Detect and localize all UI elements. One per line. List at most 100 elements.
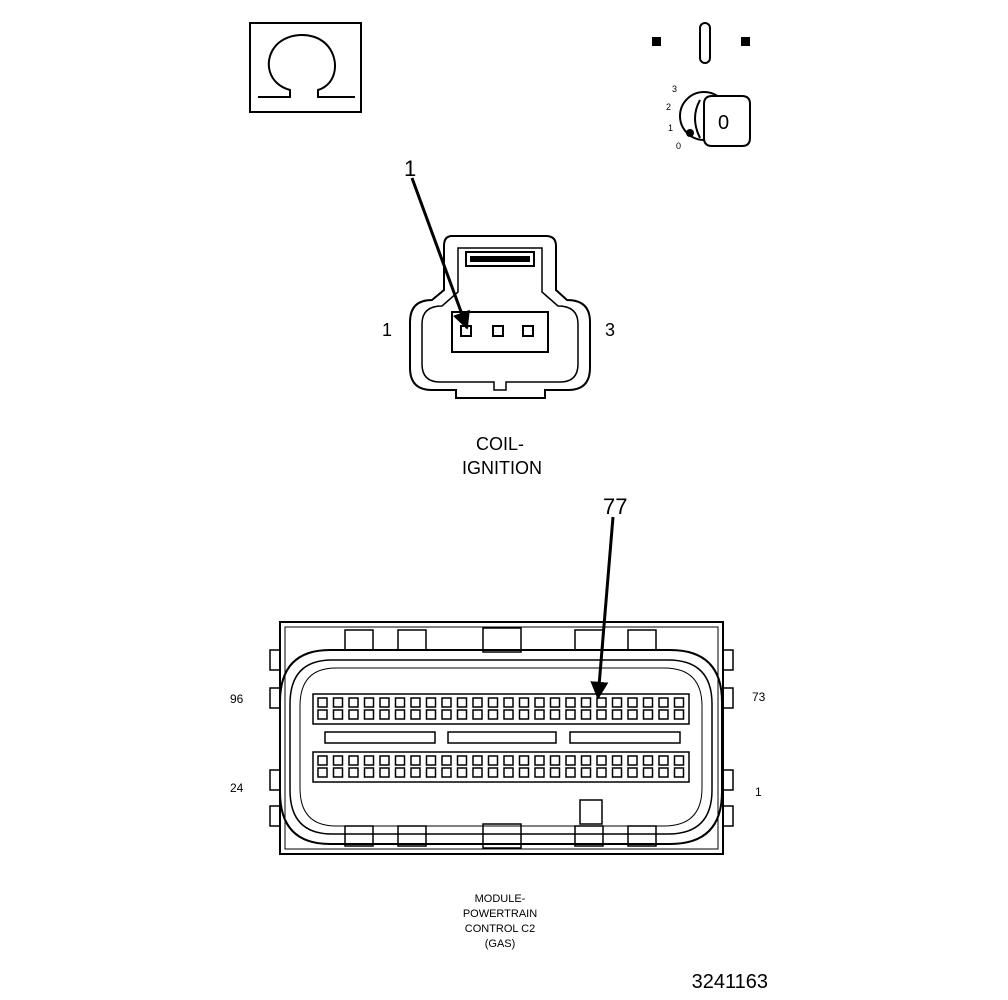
pcm-pin-cavity (658, 697, 669, 708)
pcm-pin-cavity (348, 709, 359, 720)
pcm-pin-array (317, 697, 685, 778)
coil-caption-line-1: COIL- (476, 434, 524, 454)
pcm-pin-cavity (642, 767, 654, 778)
pcm-pin-cavity (487, 709, 499, 720)
pcm-pin-cavity (642, 709, 654, 720)
pcm-pin-cavity (441, 767, 452, 778)
pcm-pin-cavity (441, 755, 452, 766)
ignition-switch-icon: 3 2 1 0 0 (652, 22, 751, 151)
pcm-pin-cavity (627, 709, 638, 720)
pcm-pin-cavity (348, 697, 359, 708)
pcm-pin-cavity (410, 697, 421, 708)
pcm-pin-cavity (394, 755, 406, 766)
coil-pin-3 (522, 325, 534, 337)
pcm-pin-cavity (425, 755, 437, 766)
pcm-pin-cavity (425, 709, 437, 720)
pcm-pin-cavity (534, 767, 545, 778)
pcm-pin-cavity (611, 709, 623, 720)
figure-number: 3241163 (692, 971, 768, 993)
pcm-pin-cavity (534, 697, 545, 708)
pcm-pin-cavity (379, 697, 390, 708)
pcm-pin-cavity (379, 755, 390, 766)
pcm-pin-cavity (317, 767, 328, 778)
pcm-pin-cavity (363, 767, 375, 778)
pcm-pin-cavity (596, 755, 607, 766)
pcm-caption-line-4: (GAS) (485, 938, 516, 950)
pcm-pin-cavity (394, 709, 406, 720)
pcm-pin-cavity (317, 755, 328, 766)
pcm-pin-cavity (456, 697, 468, 708)
pcm-pin-cavity (332, 755, 344, 766)
pcm-pin-cavity (503, 697, 514, 708)
pcm-pin-cavity (441, 697, 452, 708)
pcm-pin-cavity (518, 697, 530, 708)
pcm-pin-cavity (425, 697, 437, 708)
pcm-pin-cavity (394, 767, 406, 778)
pcm-pin-cavity (394, 697, 406, 708)
pcm-pin-cavity (658, 755, 669, 766)
pcm-pin-cavity (673, 755, 685, 766)
pcm-pin-cavity (596, 709, 607, 720)
pcm-pin-cavity (379, 709, 390, 720)
pcm-bottom-left-pin-label: 24 (230, 781, 244, 795)
pcm-pin-cavity (425, 767, 437, 778)
pcm-pin-cavity (472, 755, 483, 766)
pcm-pin-cavity (642, 697, 654, 708)
pcm-pin-cavity (363, 755, 375, 766)
pcm-pin-cavity (456, 755, 468, 766)
pcm-pin-cavity (348, 767, 359, 778)
pcm-pin-cavity (549, 709, 561, 720)
pcm-pin-cavity (580, 755, 592, 766)
pcm-pin-cavity (456, 709, 468, 720)
pcm-caption-line-2: POWERTRAIN (463, 908, 537, 920)
switch-position-2: 2 (666, 102, 671, 112)
pcm-pin-cavity (549, 767, 561, 778)
coil-right-pin-label: 3 (605, 320, 615, 340)
pcm-caption-line-1: MODULE- (475, 893, 526, 905)
pcm-pin-cavity (611, 697, 623, 708)
pcm-pin-cavity (611, 767, 623, 778)
pcm-pin-cavity (565, 709, 576, 720)
pcm-pin-cavity (472, 697, 483, 708)
pcm-pin-cavity (332, 709, 344, 720)
coil-caption-line-2: IGNITION (462, 458, 542, 478)
pcm-pin-cavity (658, 767, 669, 778)
coil-callout-arrow (410, 177, 470, 330)
pcm-pin-cavity (627, 755, 638, 766)
pcm-pin-cavity (534, 755, 545, 766)
switch-position-1: 1 (668, 123, 673, 133)
pcm-pin-cavity (317, 697, 328, 708)
ohm-meter-icon (249, 22, 362, 113)
pcm-top-left-pin-label: 96 (230, 692, 244, 706)
pcm-pin-cavity (503, 755, 514, 766)
pcm-pin-cavity (549, 755, 561, 766)
pcm-pin-cavity (565, 697, 576, 708)
pcm-bottom-right-pin-label: 1 (755, 785, 762, 799)
coil-left-pin-label: 1 (382, 320, 392, 340)
pcm-pin-cavity (580, 709, 592, 720)
pcm-pin-cavity (348, 755, 359, 766)
pcm-pin-cavity (487, 755, 499, 766)
switch-position-0: 0 (676, 141, 681, 151)
pcm-pin-cavity (596, 767, 607, 778)
pcm-pin-cavity (580, 767, 592, 778)
key-label: 0 (718, 112, 729, 134)
pcm-pin-cavity (472, 709, 483, 720)
pcm-pin-cavity (627, 697, 638, 708)
pcm-pin-cavity (410, 767, 421, 778)
pcm-pin-cavity (580, 697, 592, 708)
pcm-callout-arrow (590, 516, 615, 700)
pcm-pin-cavity (317, 709, 328, 720)
pcm-pin-cavity (549, 697, 561, 708)
pcm-pin-cavity (596, 697, 607, 708)
pcm-pin-cavity (642, 755, 654, 766)
coil-ignition-connector (409, 235, 591, 399)
coil-callout-label: 1 (404, 156, 416, 181)
pcm-connector (269, 621, 734, 855)
pcm-pin-cavity (363, 709, 375, 720)
pcm-pin-cavity (611, 755, 623, 766)
switch-position-3: 3 (672, 84, 677, 94)
pcm-pin-cavity (379, 767, 390, 778)
pcm-callout-label: 77 (603, 494, 627, 519)
